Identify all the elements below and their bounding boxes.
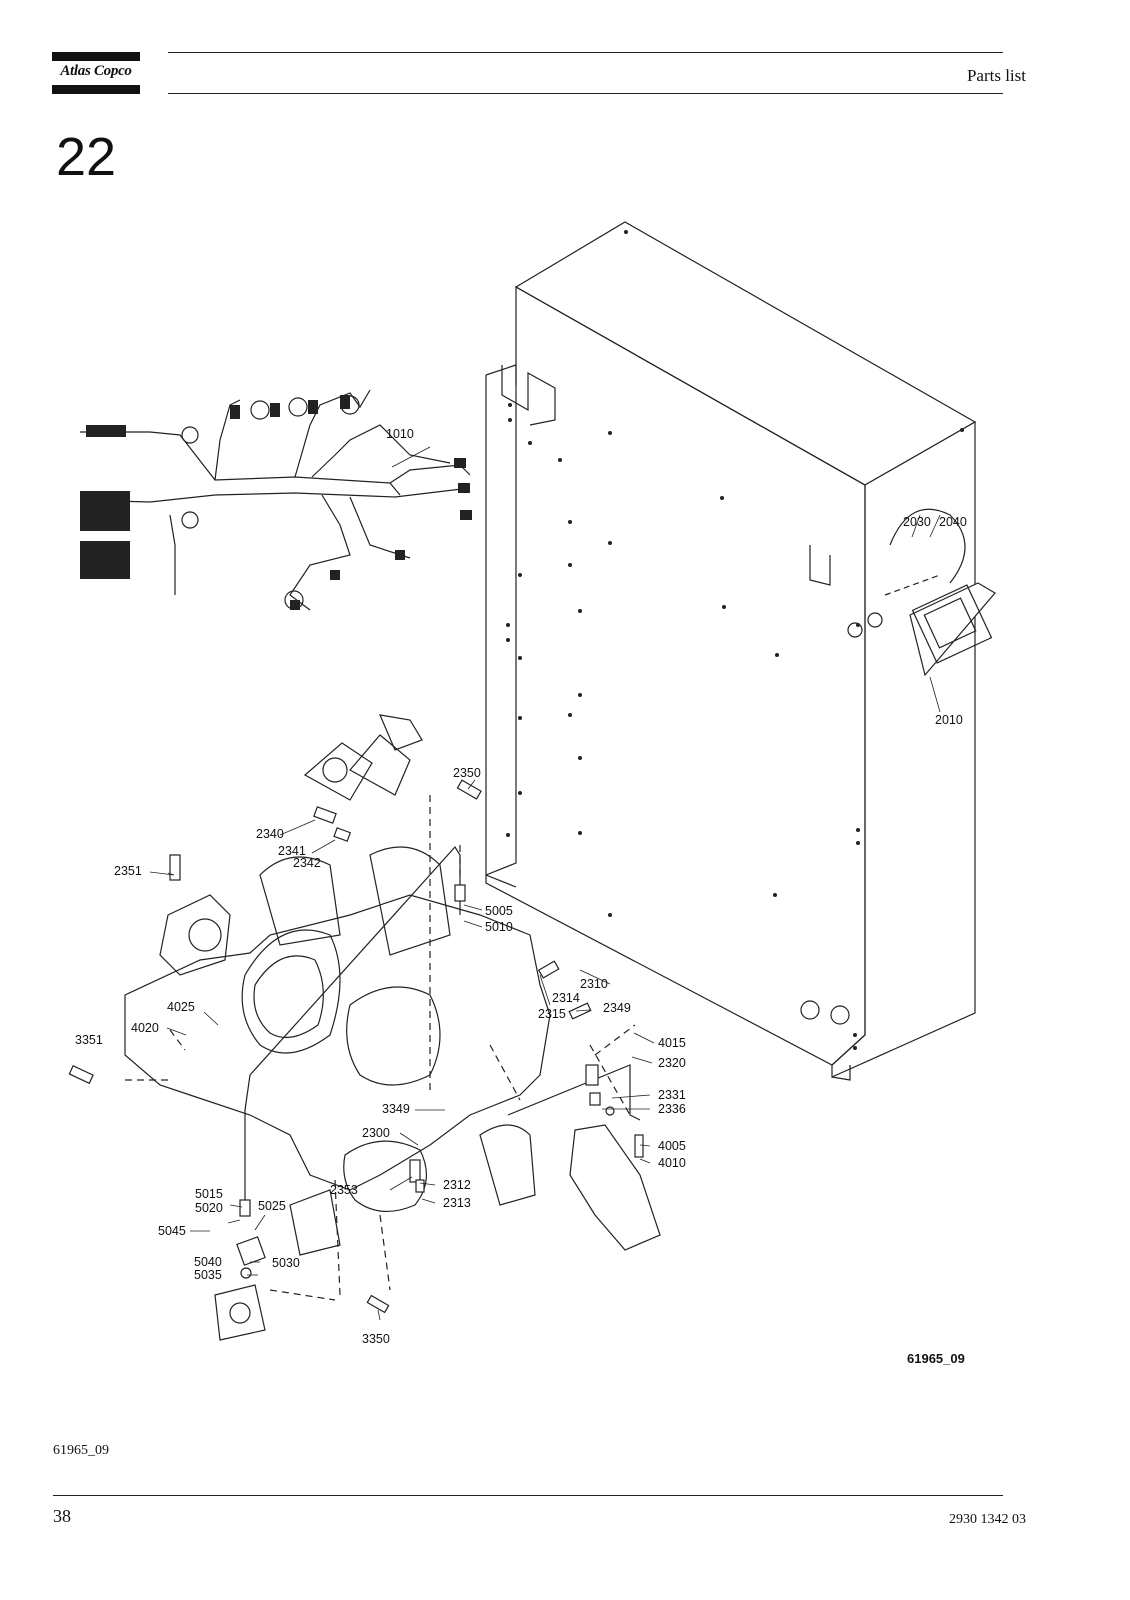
callout-4020: 4020 — [131, 1021, 159, 1035]
callout-2353: 2353 — [330, 1183, 358, 1197]
callout-4005: 4005 — [658, 1139, 686, 1153]
callout-3351: 3351 — [75, 1033, 103, 1047]
logo-wordmark: Atlas Copco — [60, 63, 132, 79]
logo-bar-bottom — [52, 85, 140, 94]
callout-2320: 2320 — [658, 1056, 686, 1070]
callout-4010: 4010 — [658, 1156, 686, 1170]
callout-2342: 2342 — [293, 856, 321, 870]
document-number: 2930 1342 03 — [949, 1512, 1026, 1527]
callout-5030: 5030 — [272, 1256, 300, 1270]
callout-5015: 5015 — [195, 1187, 223, 1201]
callout-2312: 2312 — [443, 1178, 471, 1192]
callout-4015: 4015 — [658, 1036, 686, 1050]
callout-2336: 2336 — [658, 1102, 686, 1116]
logo-bar-top — [52, 52, 140, 61]
callout-2331: 2331 — [658, 1088, 686, 1102]
callout-3349: 3349 — [382, 1102, 410, 1116]
callout-2030: 2030 — [903, 515, 931, 529]
drawing-figure-ref: 61965_09 — [907, 1351, 965, 1366]
callout-2310: 2310 — [580, 977, 608, 991]
page-number: 38 — [53, 1506, 71, 1526]
callout-2340: 2340 — [256, 827, 284, 841]
callout-2351: 2351 — [114, 864, 142, 878]
callout-2315: 2315 — [538, 1007, 566, 1021]
figure-id: 61965_09 — [53, 1443, 109, 1458]
callout-2341: 2341 — [278, 844, 306, 858]
callout-5045: 5045 — [158, 1224, 186, 1238]
callout-5010: 5010 — [485, 920, 513, 934]
callout-5005: 5005 — [485, 904, 513, 918]
callout-5040: 5040 — [194, 1255, 222, 1269]
callout-2010: 2010 — [935, 713, 963, 727]
callout-2349: 2349 — [603, 1001, 631, 1015]
callout-2350: 2350 — [453, 766, 481, 780]
exploded-parts-drawing: 1010 2010 2030 2040 2350 2340 2341 2342 … — [68, 221, 996, 1366]
callout-5025: 5025 — [258, 1199, 286, 1213]
header-rule-top — [168, 52, 1003, 53]
callout-2314: 2314 — [552, 991, 580, 1005]
atlas-copco-logo: Atlas Copco — [52, 52, 140, 94]
callout-2313: 2313 — [443, 1196, 471, 1210]
section-number: 22 — [56, 127, 117, 187]
callout-1010: 1010 — [386, 427, 414, 441]
callout-2040: 2040 — [939, 515, 967, 529]
callout-5020: 5020 — [195, 1201, 223, 1215]
header-rule-bottom — [168, 93, 1003, 94]
callout-3350: 3350 — [362, 1332, 390, 1346]
callout-5035: 5035 — [194, 1268, 222, 1282]
footer-rule — [53, 1495, 1003, 1496]
drawing-linework — [68, 221, 996, 1341]
callout-4025: 4025 — [167, 1000, 195, 1014]
page-title: Parts list — [966, 66, 1026, 85]
callout-2300: 2300 — [362, 1126, 390, 1140]
